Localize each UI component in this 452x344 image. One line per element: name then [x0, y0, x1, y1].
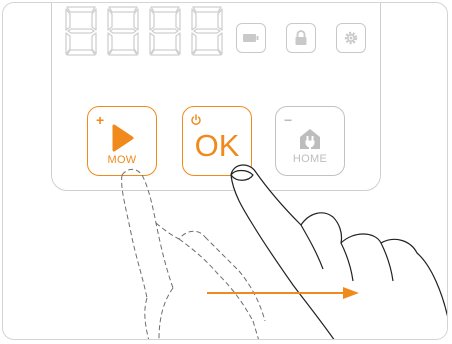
pointing-hand-icon: [231, 165, 448, 340]
hand-gesture-illustration: [3, 3, 448, 340]
illustration-frame: + MOW OK − HOME: [2, 2, 448, 340]
